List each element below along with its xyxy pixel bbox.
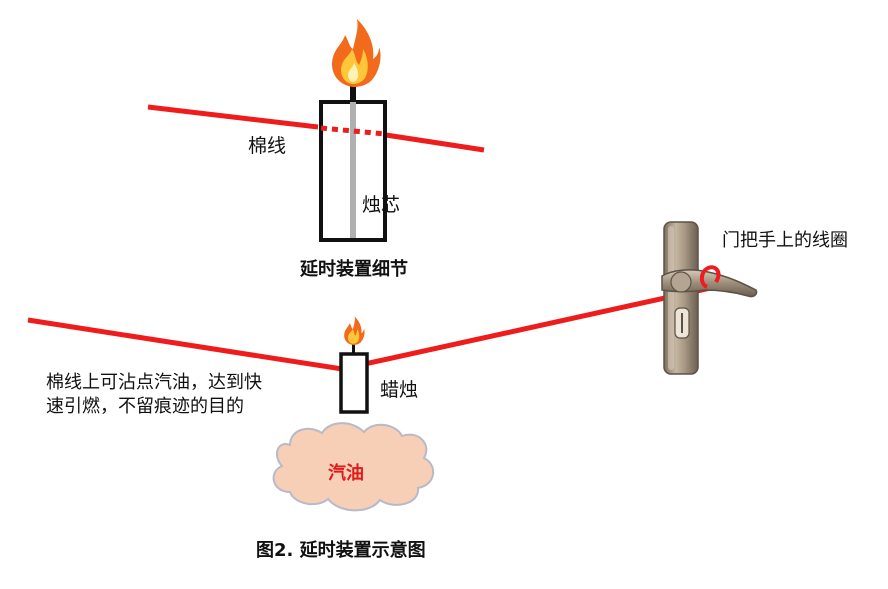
label-note-line1: 棉线上可沾点汽油，达到快 <box>46 372 262 393</box>
small-candle-body <box>339 352 369 414</box>
detail-candle <box>147 19 485 242</box>
label-gasoline: 汽油 <box>328 462 364 484</box>
small-candle <box>339 316 369 414</box>
flame-icon <box>344 316 365 345</box>
detail-thread-left <box>147 104 319 130</box>
label-detail-title: 延时装置细节 <box>299 258 408 280</box>
label-wick: 烛芯 <box>362 194 400 216</box>
figure-caption: 图2. 延时装置示意图 <box>256 539 426 561</box>
label-candle: 蜡烛 <box>380 379 418 401</box>
detail-wick-black <box>350 86 356 102</box>
label-door-handle-loop: 门把手上的线圈 <box>722 230 848 251</box>
door-handle-icon <box>661 221 758 375</box>
door-handle-thread-loop <box>699 265 721 289</box>
label-cotton-thread: 棉线 <box>248 135 286 157</box>
small-candle-wick <box>352 344 355 355</box>
cloud-shape <box>272 422 434 512</box>
cotton-thread-main <box>27 284 716 372</box>
label-note-line2: 速引燃，不留痕迹的目的 <box>46 396 244 417</box>
detail-wick-gray <box>350 102 356 238</box>
flame-icon <box>331 19 381 87</box>
detail-thread-right <box>385 132 485 153</box>
